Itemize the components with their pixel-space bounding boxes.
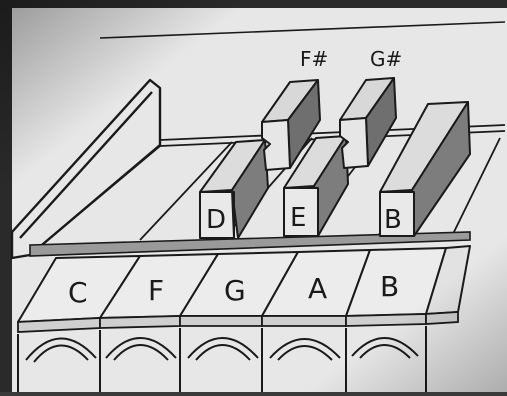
- vignette: [0, 0, 507, 392]
- photo-of-keyboard-drawing: F# G# D E B C F G A B: [0, 0, 507, 392]
- keyboard-sketch: F# G# D E B C F G A B: [0, 0, 507, 392]
